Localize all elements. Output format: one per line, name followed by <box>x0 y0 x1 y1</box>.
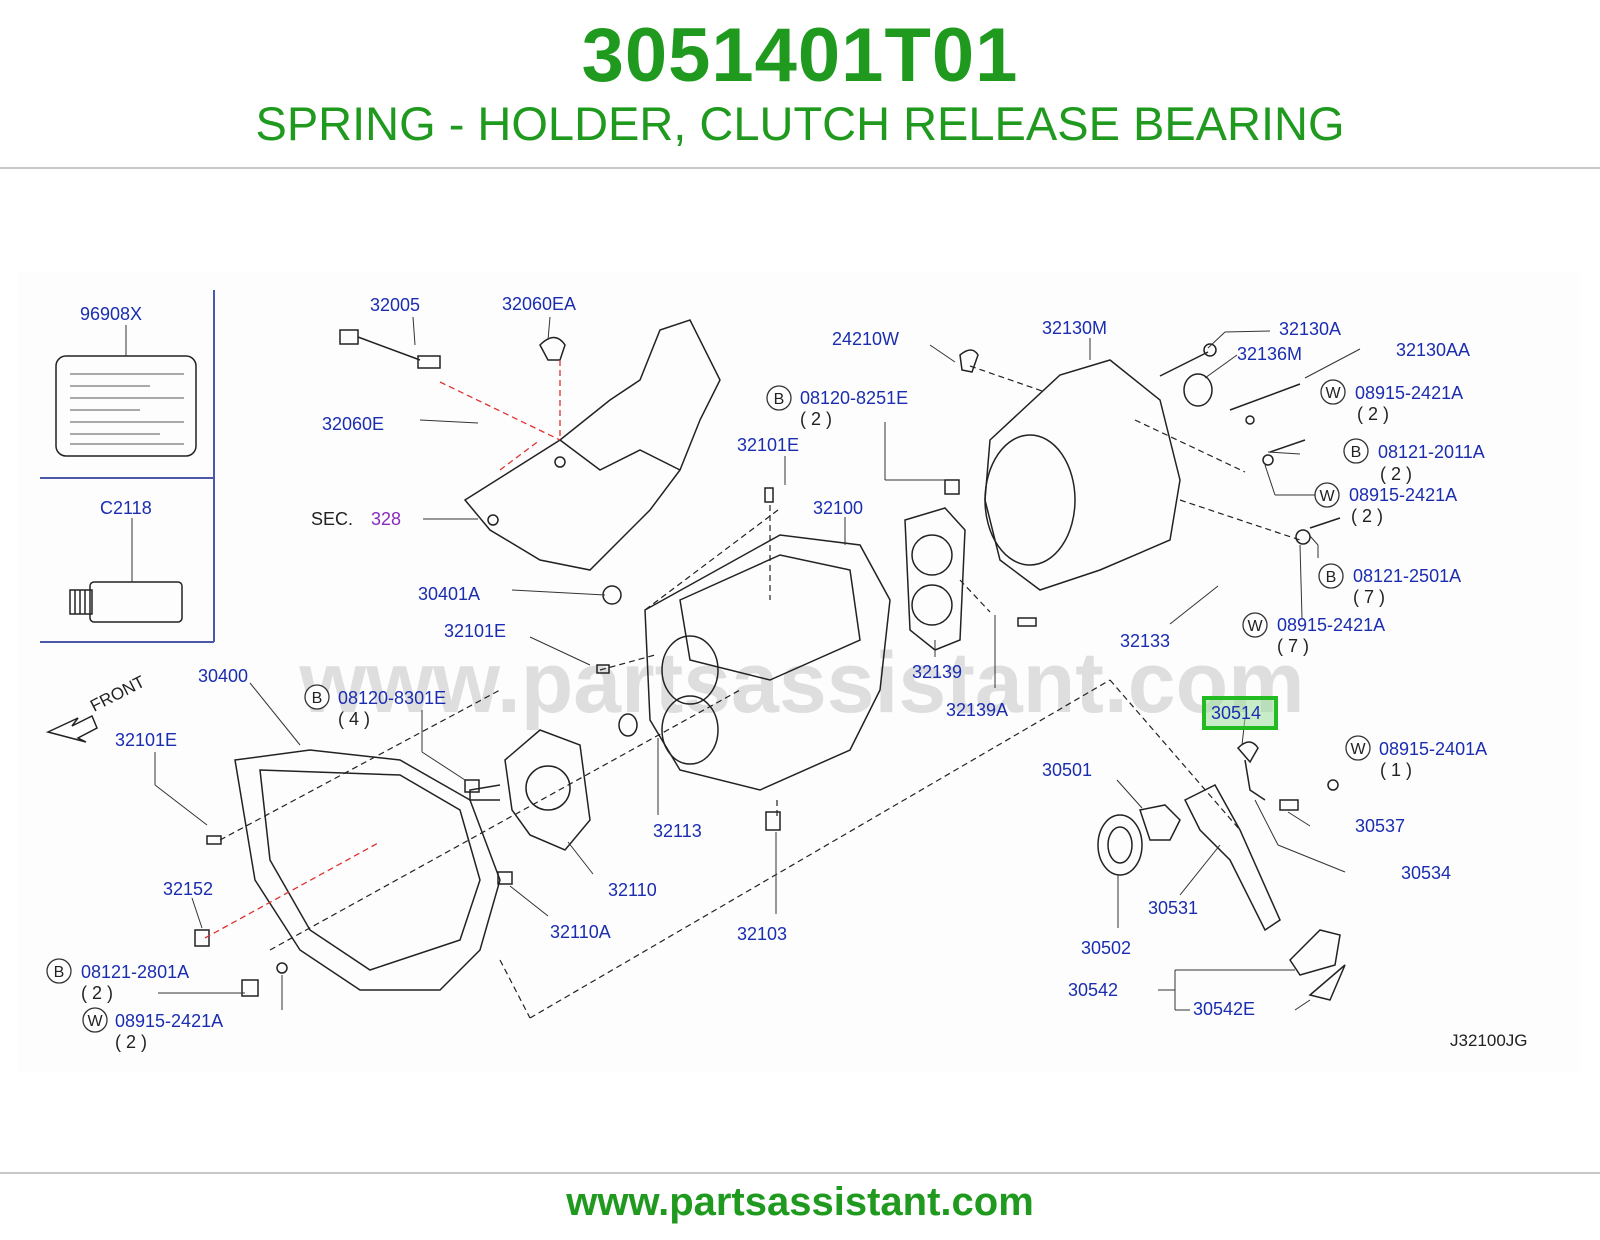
quantity-label: ( 7 ) <box>1277 636 1309 656</box>
withdrawal-lever-part <box>1183 759 1281 932</box>
dashed-guide-lines <box>219 365 1301 1019</box>
callout-08915-2421a[interactable]: 08915-2421A <box>1355 383 1463 403</box>
front-arrow-icon <box>45 714 98 743</box>
diagram-panel <box>18 272 1580 1072</box>
callout-08120-8251e[interactable]: 08120-8251E <box>800 388 908 408</box>
footer-divider <box>0 1172 1600 1174</box>
callout-08121-2801a[interactable]: 08121-2801A <box>81 962 189 982</box>
quantity-label: ( 1 ) <box>1380 760 1412 780</box>
callout-32101e[interactable]: 32101E <box>737 435 799 455</box>
red-guide-lines <box>204 360 561 939</box>
quantity-label: ( 7 ) <box>1353 587 1385 607</box>
callout-08121-2011a[interactable]: 08121-2011A <box>1378 442 1485 462</box>
callout-32101e[interactable]: 32101E <box>444 621 506 641</box>
callout-32139[interactable]: 32139 <box>912 662 962 682</box>
callout-30534[interactable]: 30534 <box>1401 863 1451 883</box>
callout-32136m[interactable]: 32136M <box>1237 344 1302 364</box>
badge-w: W <box>1319 488 1335 505</box>
callout-32113[interactable]: 32113 <box>653 821 702 841</box>
badge-w: W <box>1325 385 1341 402</box>
callout-30531[interactable]: 30531 <box>1148 898 1198 918</box>
adapter-plate-part <box>904 507 966 651</box>
inset-frame <box>40 290 215 643</box>
header-divider <box>0 167 1600 169</box>
bell-housing-part <box>234 749 501 991</box>
callout-32130aa[interactable]: 32130AA <box>1396 340 1470 360</box>
callout-08915-2421a[interactable]: 08915-2421A <box>1349 485 1457 505</box>
shift-cover-part <box>463 319 721 571</box>
release-bearing-part <box>1097 804 1181 876</box>
callout-30537[interactable]: 30537 <box>1355 816 1405 836</box>
watermark-text: www.partsassistant.com <box>298 635 1304 731</box>
callout-32130a[interactable]: 32130A <box>1279 319 1341 339</box>
part-description: SPRING - HOLDER, CLUTCH RELEASE BEARING <box>255 97 1345 150</box>
callout-32110a[interactable]: 32110A <box>550 922 611 942</box>
callout-24210w[interactable]: 24210W <box>832 329 899 349</box>
highlight-box <box>1202 696 1278 730</box>
quantity-label: ( 2 ) <box>115 1032 147 1052</box>
section-label: SEC. <box>311 509 353 529</box>
callout-32100[interactable]: 32100 <box>813 498 863 518</box>
callout-30542[interactable]: 30542 <box>1068 980 1118 1000</box>
callout-08120-8301e[interactable]: 08120-8301E <box>338 688 446 708</box>
rear-extension-part <box>984 359 1181 591</box>
quantity-label: ( 2 ) <box>800 409 832 429</box>
callout-32152[interactable]: 32152 <box>163 879 213 899</box>
callout-32130m[interactable]: 32130M <box>1042 318 1107 338</box>
badge-w: W <box>1247 618 1263 635</box>
callout-32133[interactable]: 32133 <box>1120 631 1170 651</box>
diagram-code: J32100JG <box>1450 1031 1528 1050</box>
callout-30514-highlighted[interactable]: 30514 <box>1211 703 1261 723</box>
quantity-label: ( 2 ) <box>1357 404 1389 424</box>
callout-08915-2421a[interactable]: 08915-2421A <box>1277 615 1385 635</box>
callout-08915-2401a[interactable]: 08915-2401A <box>1379 739 1487 759</box>
hardware-badges <box>46 379 1371 1033</box>
dust-boot-part <box>1289 929 1346 1001</box>
part-number-title: 3051401T01 <box>581 13 1019 98</box>
badge-w: W <box>1350 741 1366 758</box>
badge-b: B <box>312 690 323 707</box>
callout-c2118[interactable]: C2118 <box>100 498 152 518</box>
callout-32139a[interactable]: 32139A <box>946 700 1008 720</box>
main-case-part <box>644 534 891 791</box>
bolt-icons <box>194 329 1341 997</box>
quantity-label: ( 2 ) <box>81 983 113 1003</box>
callout-30400[interactable]: 30400 <box>198 666 248 686</box>
callout-96908x[interactable]: 96908X <box>80 304 142 324</box>
callout-30501[interactable]: 30501 <box>1042 760 1092 780</box>
badge-w: W <box>87 1013 103 1030</box>
badge-b: B <box>1351 444 1362 461</box>
callout-32060ea[interactable]: 32060EA <box>502 294 576 314</box>
grease-tube-icon <box>69 581 183 623</box>
callout-32110[interactable]: 32110 <box>608 880 657 900</box>
callout-32103[interactable]: 32103 <box>737 924 787 944</box>
quantity-label: ( 2 ) <box>1351 506 1383 526</box>
callout-30401a[interactable]: 30401A <box>418 584 480 604</box>
badge-b: B <box>1326 569 1337 586</box>
callout-32060e[interactable]: 32060E <box>322 414 384 434</box>
footer-url[interactable]: www.partsassistant.com <box>566 1180 1034 1224</box>
callout-30542e[interactable]: 30542E <box>1193 999 1255 1019</box>
callout-32005[interactable]: 32005 <box>370 295 420 315</box>
quantity-label: ( 4 ) <box>338 709 370 729</box>
leader-lines <box>154 316 1361 1011</box>
callout-30502[interactable]: 30502 <box>1081 938 1131 958</box>
header: 3051401T01 SPRING - HOLDER, CLUTCH RELEA… <box>0 0 1600 170</box>
callout-08915-2421a[interactable]: 08915-2421A <box>115 1011 223 1031</box>
callout-08121-2501a[interactable]: 08121-2501A <box>1353 566 1461 586</box>
badge-b: B <box>774 391 785 408</box>
section-link[interactable]: 328 <box>371 509 401 529</box>
quantity-label: ( 2 ) <box>1380 464 1412 484</box>
callout-32101e[interactable]: 32101E <box>115 730 177 750</box>
badge-b: B <box>54 964 65 981</box>
